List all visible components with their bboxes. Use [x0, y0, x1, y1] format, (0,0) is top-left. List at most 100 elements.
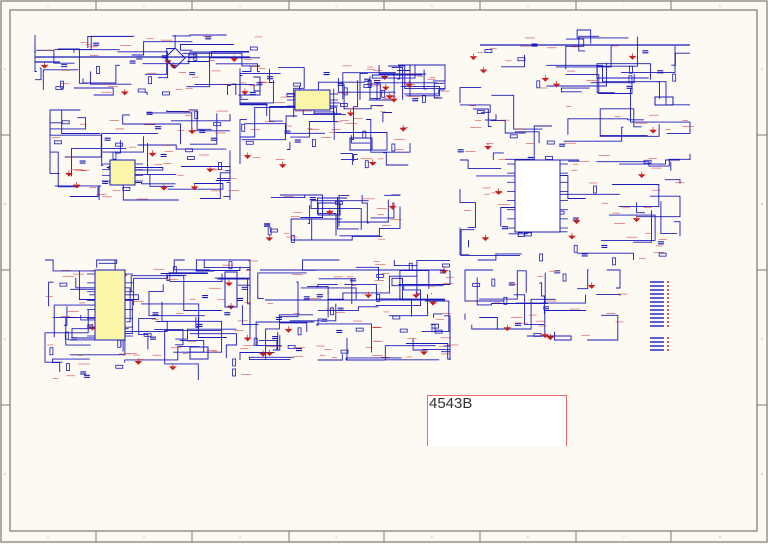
mains-input-wire — [35, 56, 250, 63]
wire — [239, 119, 247, 141]
wire — [546, 64, 660, 99]
ground-symbol — [568, 233, 576, 240]
wire — [188, 109, 212, 130]
wire — [124, 346, 200, 363]
capacitor-symbol — [129, 60, 136, 64]
capacitor-symbol — [531, 43, 538, 47]
resistor-symbol — [49, 347, 54, 356]
capacitor-symbol — [295, 347, 302, 352]
wire — [223, 196, 231, 200]
resistor-symbol — [66, 363, 70, 371]
capacitor-symbol — [249, 91, 256, 95]
wire — [355, 266, 379, 281]
resistor-symbol — [643, 159, 652, 164]
wire — [600, 214, 656, 241]
wire — [485, 114, 497, 121]
capacitor-symbol — [256, 82, 263, 86]
wire — [89, 71, 132, 85]
wire — [335, 132, 388, 151]
wire — [302, 259, 340, 271]
wire — [131, 41, 193, 56]
wire — [433, 79, 446, 99]
capacitor-symbol — [350, 278, 357, 282]
wire — [590, 74, 635, 84]
wire — [203, 260, 251, 279]
resistor-symbol — [241, 123, 246, 132]
wire — [337, 197, 359, 230]
wire — [416, 260, 450, 295]
wire — [369, 76, 381, 100]
wire — [596, 63, 651, 80]
resistor-symbol — [363, 84, 372, 88]
wire — [382, 112, 393, 123]
ground-symbol — [160, 184, 168, 191]
ic-package — [514, 159, 561, 233]
ground-symbol — [364, 291, 373, 299]
capacitor-symbol — [508, 282, 515, 286]
wire — [400, 85, 441, 97]
wire — [290, 218, 342, 241]
wire — [515, 272, 546, 304]
wire — [189, 113, 218, 145]
capacitor-symbol — [626, 85, 633, 89]
capacitor-symbol — [642, 50, 649, 54]
resistor-symbol — [112, 151, 117, 160]
wire — [117, 51, 169, 79]
wire — [375, 285, 421, 307]
zone-column-label: 1 — [47, 4, 49, 8]
ground-symbol — [469, 53, 478, 61]
ground-symbol — [388, 203, 397, 210]
capacitor-symbol — [205, 36, 212, 40]
zone-column-label: 6 — [527, 535, 529, 539]
connector-terminal — [667, 281, 669, 283]
wire — [133, 274, 187, 306]
optocoupler — [349, 137, 373, 151]
resistor-symbol — [484, 49, 493, 53]
capacitor-symbol — [160, 153, 167, 157]
wire — [241, 123, 286, 141]
wire — [412, 338, 428, 351]
wire — [146, 112, 230, 132]
wire — [285, 115, 325, 134]
capacitor-symbol — [224, 312, 231, 316]
ground-symbol — [134, 358, 143, 365]
wire — [670, 161, 672, 171]
wire — [307, 205, 311, 224]
ground-symbol — [225, 279, 233, 287]
wire — [423, 69, 427, 90]
ground-symbol — [572, 217, 581, 225]
ground-symbol — [637, 171, 646, 179]
resistor-symbol — [253, 337, 258, 346]
resistor-symbol — [593, 185, 597, 194]
wire — [259, 332, 279, 350]
resistor-symbol — [115, 364, 124, 369]
ground-symbol — [169, 62, 178, 69]
resistor-symbol — [333, 106, 337, 115]
wire — [87, 35, 132, 48]
resistor-symbol — [431, 324, 436, 333]
wire — [587, 314, 619, 341]
wire — [560, 87, 590, 93]
wire — [339, 206, 401, 237]
resistor-symbol — [491, 278, 496, 287]
resistor-symbol — [364, 160, 369, 169]
capacitor-symbol — [155, 126, 162, 130]
wire — [138, 318, 156, 350]
wire — [656, 81, 690, 106]
wire — [366, 119, 411, 153]
wire — [96, 259, 118, 268]
wire — [265, 314, 313, 360]
wire — [546, 62, 607, 87]
ground-symbol — [346, 109, 355, 117]
wire — [501, 54, 525, 68]
zone-row-label: C — [761, 337, 764, 341]
capacitor-symbol — [189, 72, 196, 76]
connector-terminal — [667, 285, 669, 287]
ground-symbol — [385, 92, 394, 100]
zone-column-label: 4 — [335, 4, 337, 8]
ic-package — [94, 269, 126, 341]
resistor-symbol — [287, 344, 296, 349]
resistor-symbol — [408, 262, 413, 271]
ground-symbol — [541, 75, 550, 82]
resistor-symbol — [290, 234, 295, 243]
